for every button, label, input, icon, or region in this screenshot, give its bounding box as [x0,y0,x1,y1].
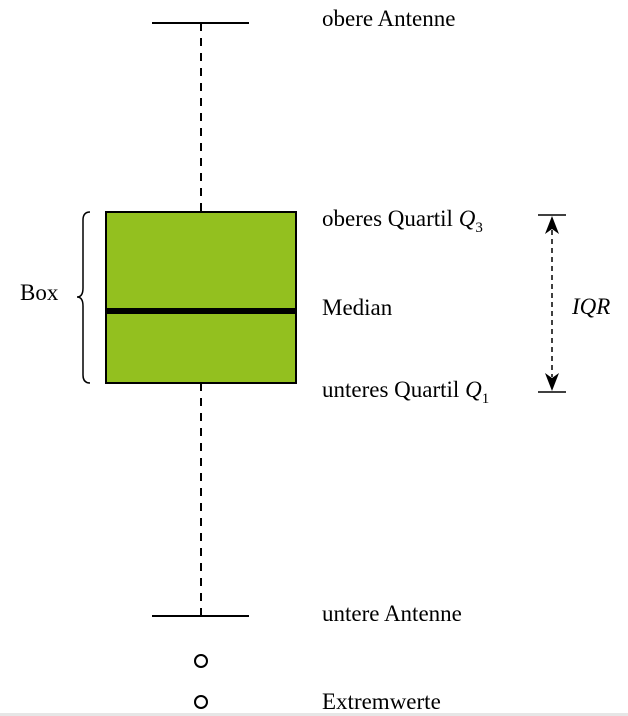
q3-label-prefix: oberes Quartil [322,206,459,231]
bottom-divider [0,713,628,716]
outliers-label: Extremwerte [322,689,441,714]
iqr-arrowhead-down [545,373,559,391]
q1-label-prefix: unteres Quartil [322,377,465,402]
outlier-point [194,654,208,668]
q1-label-sub: 1 [482,391,490,407]
q3-label-sub: 3 [475,220,483,236]
box-label: Box [20,280,59,305]
iqr-arrowhead-up [545,216,559,234]
q3-label-var: Q [459,206,476,231]
median-label: Median [322,295,393,320]
upper-whisker-label: obere Antenne [322,6,455,31]
box-rect [105,211,297,384]
q1-label: unteres Quartil Q1 [322,377,489,407]
box-brace [76,211,91,384]
lower-whisker-label: untere Antenne [322,601,462,626]
iqr-label: IQR [571,294,610,319]
outlier-point [194,695,208,709]
q3-label: oberes Quartil Q3 [322,206,483,236]
q1-label-var: Q [465,377,482,402]
